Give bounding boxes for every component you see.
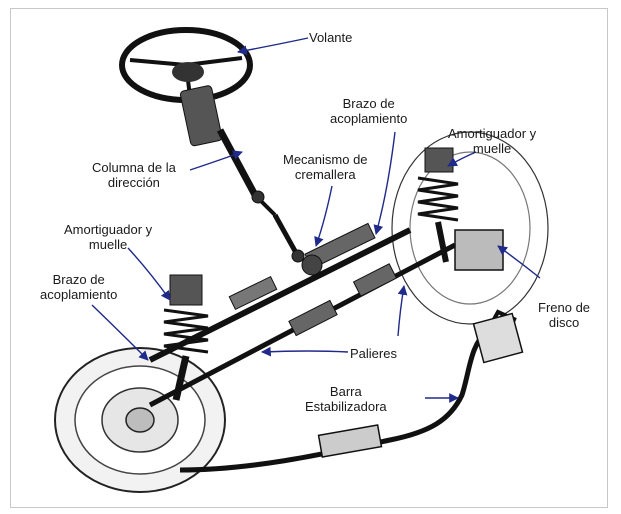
arrow-volante — [238, 38, 308, 52]
label-brazo-acoplamiento-left: Brazo de acoplamiento — [40, 272, 117, 302]
label-palieres: Palieres — [350, 346, 397, 361]
label-amortiguador-left: Amortiguador y muelle — [64, 222, 152, 252]
right-shock-spring — [418, 148, 503, 270]
label-barra-estabilizadora: Barra Estabilizadora — [305, 384, 387, 414]
label-mecanismo-cremallera: Mecanismo de cremallera — [283, 152, 368, 182]
steering-wheel — [122, 30, 250, 100]
arrow-amort-left — [128, 248, 170, 300]
arrow-palieres-left — [262, 351, 348, 352]
label-volante: Volante — [309, 30, 352, 45]
right-wheel — [392, 132, 548, 324]
arrow-palieres-right — [398, 286, 404, 336]
label-amortiguador-right: Amortiguador y muelle — [448, 126, 536, 156]
label-columna-direccion: Columna de la dirección — [92, 160, 176, 190]
arrow-mecanismo — [316, 186, 332, 246]
label-freno-disco: Freno de disco — [538, 300, 590, 330]
leader-arrows — [92, 38, 540, 398]
label-brazo-acoplamiento-top: Brazo de acoplamiento — [330, 96, 407, 126]
